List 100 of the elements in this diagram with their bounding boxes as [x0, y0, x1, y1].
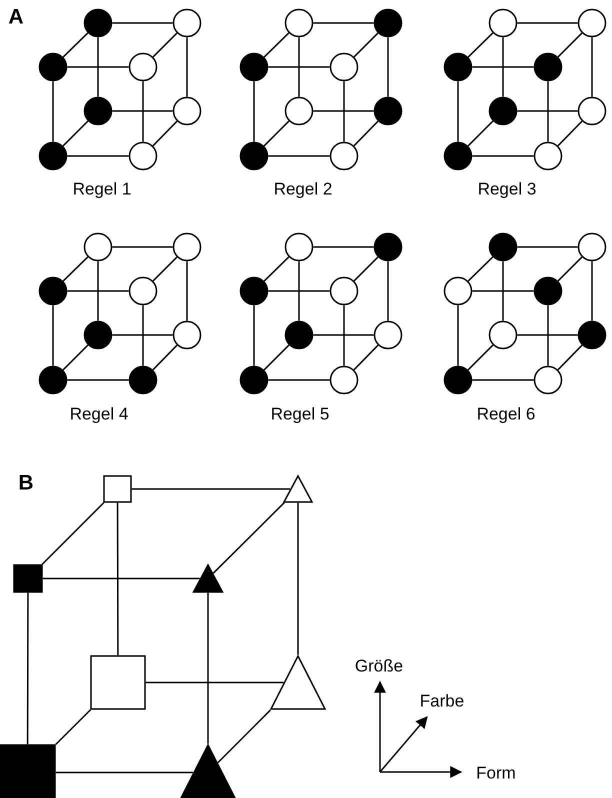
- vertex-circle: [284, 96, 314, 126]
- cube-edge-line: [468, 256, 494, 282]
- cube-edge-line: [42, 578, 200, 580]
- cube-edge-line: [268, 66, 330, 68]
- cube-edge-line: [517, 110, 578, 112]
- cube-edge-line: [152, 344, 178, 370]
- cube-edge-line: [353, 344, 379, 370]
- cube-edge-line: [26, 592, 29, 744]
- cube-edge-line: [146, 682, 284, 684]
- cube-edge-line: [472, 379, 534, 381]
- cube-edge-line: [591, 261, 593, 321]
- cube-edge-line: [52, 81, 54, 142]
- vertex-circle: [284, 232, 314, 262]
- square-node: [103, 475, 132, 503]
- cube-edge-line: [132, 488, 290, 490]
- cube-edge-line: [557, 344, 583, 370]
- vertex-dot: [534, 276, 562, 306]
- cube-edge-line: [52, 305, 54, 366]
- rule-caption: Regel 2: [274, 180, 332, 198]
- vertex-circle: [330, 52, 358, 82]
- vertex-circle: [172, 8, 202, 38]
- vertex-circle: [330, 276, 358, 306]
- cube-edge-line: [67, 66, 129, 68]
- vertex-circle: [488, 8, 518, 38]
- vertex-dot: [240, 366, 268, 394]
- cube-edge-line: [264, 344, 290, 370]
- vertex-dot: [38, 142, 68, 170]
- cube-edge-line: [186, 37, 188, 97]
- cube-edge-line: [468, 32, 494, 58]
- cube-edge-line: [313, 22, 374, 24]
- cube-edge-line: [517, 246, 578, 248]
- cube-edge-line: [253, 81, 255, 142]
- cube-edge-line: [502, 261, 504, 321]
- triangle-node: [282, 474, 314, 503]
- cube-edge-line: [298, 261, 300, 321]
- cube-edge-line: [313, 334, 374, 336]
- triangle-node: [178, 743, 238, 798]
- cube-edge-line: [253, 305, 255, 366]
- cube-edge-line: [56, 772, 193, 774]
- vertex-circle: [172, 320, 202, 350]
- vertex-circle: [374, 320, 402, 350]
- cube-edge-line: [62, 256, 88, 282]
- cube-edge-line: [472, 66, 534, 68]
- heading-letter: A: [8, 6, 24, 28]
- vertex-circle: [330, 142, 358, 170]
- cube-edge-line: [62, 32, 88, 58]
- cube-edge-line: [502, 37, 504, 97]
- cube-edge-line: [472, 290, 534, 292]
- cube-edge-line: [557, 120, 583, 146]
- rule-caption: Regel 5: [270, 406, 330, 422]
- cube-edge-line: [42, 502, 104, 565]
- cube-edge-line: [142, 305, 144, 366]
- vertex-dot: [444, 366, 472, 394]
- cube-edge-line: [264, 256, 290, 282]
- vertex-circle: [284, 8, 314, 38]
- vertex-circle: [128, 52, 158, 82]
- cube-edge-line: [353, 120, 379, 146]
- vertex-dot: [38, 52, 68, 82]
- cube-edge-line: [62, 344, 88, 370]
- vertex-circle: [84, 232, 112, 262]
- cube-edge-line: [343, 305, 345, 366]
- axis-label: Form: [476, 764, 516, 782]
- vertex-circle: [578, 96, 606, 126]
- cube-edge-line: [152, 32, 178, 58]
- vertex-dot: [578, 320, 606, 350]
- vertex-circle: [330, 366, 358, 394]
- cube-edge-line: [457, 81, 459, 142]
- vertex-dot: [240, 276, 268, 306]
- cube-edge-line: [387, 37, 389, 97]
- vertex-circle: [172, 96, 202, 126]
- cube-edge-line: [558, 32, 582, 58]
- cube-edge-line: [517, 22, 578, 24]
- rule-caption: Regel 6: [476, 406, 536, 422]
- cube-edge-line: [67, 290, 129, 292]
- vertex-circle: [488, 320, 518, 350]
- vertex-dot: [84, 96, 112, 126]
- vertex-circle: [578, 232, 606, 262]
- vertex-circle: [578, 8, 606, 38]
- cube-edge-line: [268, 290, 330, 292]
- axis-label: Größe: [354, 658, 404, 674]
- cube-edge-line: [297, 502, 299, 655]
- vertex-dot: [374, 8, 402, 38]
- vertex-dot: [534, 52, 562, 82]
- vertex-dot: [38, 276, 68, 306]
- cube-edge-line: [152, 120, 178, 146]
- cube-edge-line: [591, 37, 593, 97]
- vertex-dot: [374, 96, 402, 126]
- cube-edge-line: [547, 81, 549, 142]
- cube-edge-line: [112, 246, 173, 248]
- vertex-dot: [374, 232, 402, 262]
- vertex-dot: [38, 366, 68, 394]
- cube-edge-line: [97, 37, 99, 97]
- cube-edge-line: [112, 334, 173, 336]
- vertex-dot: [488, 96, 518, 126]
- cube-edge-line: [112, 110, 173, 112]
- cube-edge-line: [558, 256, 582, 282]
- square-node: [90, 655, 146, 710]
- cube-edge-line: [97, 261, 99, 321]
- cube-edge-line: [268, 379, 330, 381]
- cube-edge-line: [354, 32, 378, 58]
